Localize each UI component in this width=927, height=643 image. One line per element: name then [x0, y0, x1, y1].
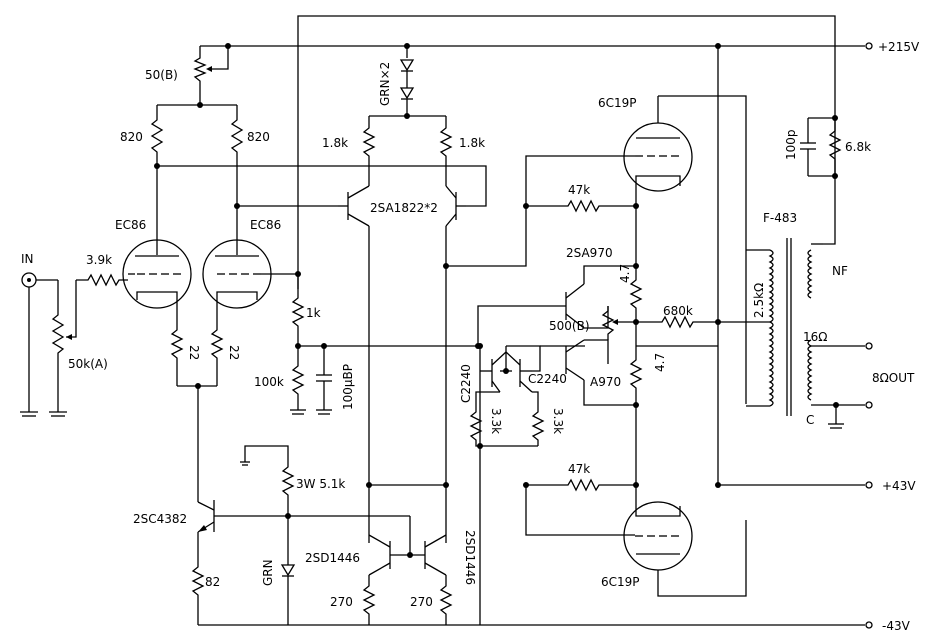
resistor-3w-5k1	[240, 445, 295, 516]
input-label: IN	[21, 252, 34, 266]
transistor-2sa1822-label: 2SA1822*2	[370, 201, 438, 215]
output-label: 8ΩOUT	[872, 371, 915, 385]
transistor-c2240-left-label: C2240	[459, 364, 473, 403]
resistor-3k3-right	[531, 410, 545, 446]
tube-6c19p-top	[623, 95, 747, 404]
resistor-3k9-label: 3.9k	[86, 253, 112, 267]
resistor-22-left	[170, 300, 184, 386]
transistor-2sa970-label: 2SA970	[566, 246, 613, 260]
led-green-bias	[280, 516, 296, 625]
resistor-1k8-right-label: 1.8k	[459, 136, 485, 150]
rail-label-43v-neg: -43V	[882, 619, 911, 633]
transistor-2sd1446-left-label: 2SD1446	[305, 551, 360, 565]
tube-ec86-left-label: EC86	[115, 218, 146, 232]
resistor-3w-label: 3W 5.1k	[296, 477, 345, 491]
resistor-100k-label: 100k	[254, 375, 284, 389]
rail-label-215v: +215V	[878, 40, 920, 54]
resistor-4r7-top-label: 4.7	[618, 264, 632, 283]
resistor-4r7-bottom	[629, 322, 643, 405]
supply-rails	[198, 15, 865, 626]
balance-pot	[193, 43, 231, 105]
resistor-22-right	[210, 300, 224, 386]
volume-pot-label: 50k(A)	[68, 357, 108, 371]
tube-6c19p-bottom	[623, 405, 747, 597]
led-green-label: GRN	[261, 559, 275, 586]
resistor-270-left	[362, 575, 376, 625]
pot-500	[601, 306, 636, 340]
secondary-label: 16Ω	[803, 330, 827, 344]
capacitor-100u-label: 100μBP	[341, 364, 355, 410]
transformer-impedance-label: 2.5kΩ	[752, 283, 766, 318]
resistor-82-label: 82	[205, 575, 220, 589]
transformer-label: F-483	[763, 211, 797, 225]
resistor-47k-bottom-label: 47k	[568, 462, 590, 476]
transistor-a970-label: A970	[590, 375, 621, 389]
capacitor-100u-bp	[316, 346, 332, 415]
resistor-6k8-label: 6.8k	[845, 140, 871, 154]
rail-label-43v-pos: +43V	[882, 479, 916, 493]
output-transformer	[715, 43, 865, 488]
nf-network	[800, 115, 842, 179]
tube-ec86-left	[122, 239, 192, 309]
tube-6c19p-top-label: 6C19P	[598, 96, 637, 110]
resistor-820-right	[230, 105, 244, 255]
resistor-22-right-label: 22	[227, 345, 241, 360]
resistor-47k-top	[526, 199, 636, 213]
resistor-270-right-label: 270	[410, 595, 433, 609]
resistor-4r7-bottom-label: 4.7	[653, 353, 667, 372]
resistor-22-left-label: 22	[187, 345, 201, 360]
resistor-270-right	[439, 575, 453, 625]
tube-6c19p-bottom-label: 6C19P	[601, 575, 640, 589]
resistor-82	[191, 562, 205, 625]
input-jack	[20, 272, 58, 417]
transistor-2sc4382-label: 2SC4382	[133, 512, 187, 526]
resistor-1k8-right	[439, 116, 453, 166]
resistor-3k9	[76, 273, 128, 287]
transistor-2sa970	[477, 265, 636, 346]
resistor-47k-top-label: 47k	[568, 183, 590, 197]
volume-pot	[49, 280, 77, 417]
resistor-1k8-left	[362, 116, 376, 166]
transistor-2sd1446-right-label: 2SD1446	[463, 530, 477, 585]
resistor-100k	[290, 346, 306, 415]
transistor-2sd1446-pair	[368, 516, 447, 576]
resistor-4r7-top	[629, 266, 643, 322]
nf-label: NF	[832, 264, 848, 278]
rail-terminals	[865, 42, 873, 629]
output-terminals	[865, 342, 873, 409]
resistor-820-right-label: 820	[247, 130, 270, 144]
resistor-3k3-right-label: 3.3k	[551, 408, 565, 434]
pot-500-label: 500(B)	[549, 319, 590, 333]
resistor-680k	[636, 315, 718, 329]
transistor-2sa1822-pair	[338, 166, 466, 543]
tube-ec86-right-label: EC86	[250, 218, 281, 232]
capacitor-100p-label: 100p	[784, 129, 798, 160]
resistor-820-left	[150, 105, 164, 255]
resistor-270-left-label: 270	[330, 595, 353, 609]
common-label: C	[806, 413, 814, 427]
resistor-1k-label: 1k	[306, 306, 321, 320]
led-green-pair	[399, 43, 415, 116]
transistor-c2240-right-label: C2240	[528, 372, 567, 386]
transistor-a970	[565, 339, 636, 406]
led-pair-label: GRN×2	[378, 62, 392, 106]
resistor-680k-label: 680k	[663, 304, 693, 318]
resistor-3k3-left	[469, 410, 538, 447]
transistor-c2240-pair	[475, 345, 585, 625]
resistor-1k8-left-label: 1.8k	[322, 136, 348, 150]
balance-pot-label: 50(B)	[145, 68, 178, 82]
resistor-3k3-left-label: 3.3k	[489, 408, 503, 434]
resistor-820-left-label: 820	[120, 130, 143, 144]
transistor-2sc4382	[197, 386, 410, 562]
resistor-1k	[291, 274, 305, 346]
tube-ec86-right	[202, 239, 298, 309]
resistor-47k-bottom	[526, 478, 636, 492]
